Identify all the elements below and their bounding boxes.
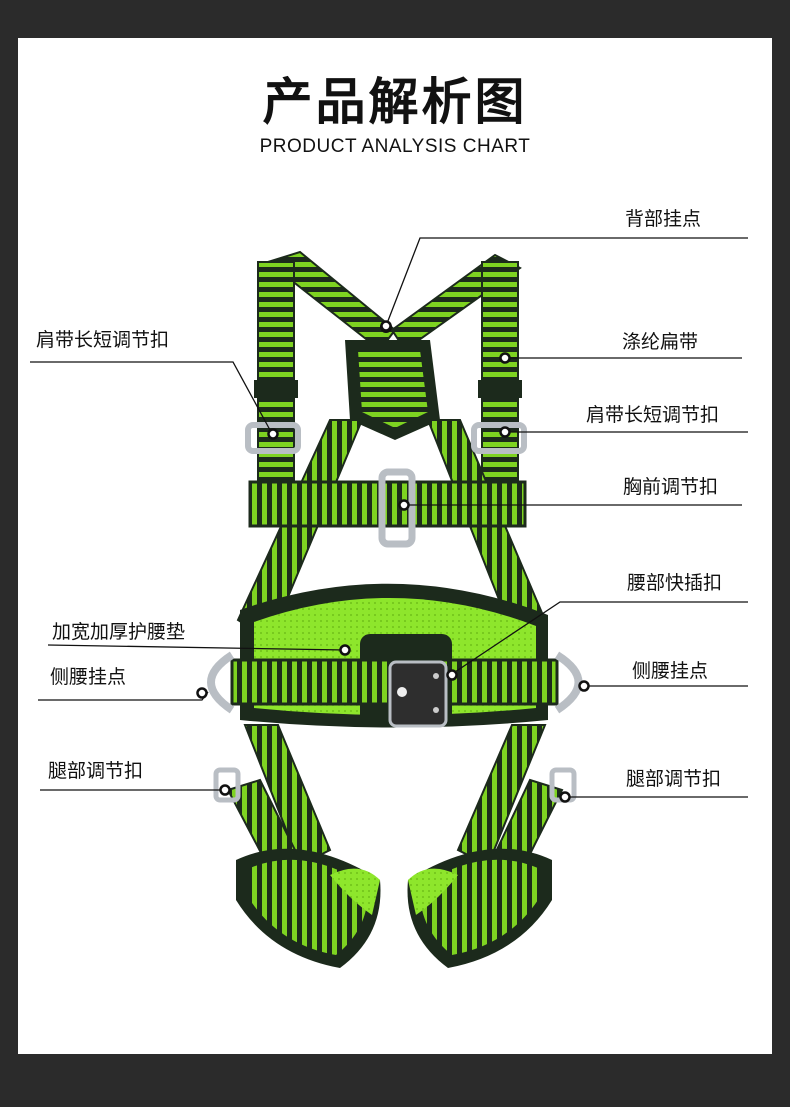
chest-buckle <box>378 468 416 548</box>
waist-quick-buckle <box>388 660 448 728</box>
page-title: 产品解析图 <box>262 73 528 131</box>
waist-belt <box>207 651 583 728</box>
label-polyester-webbing: 涤纶扁带 <box>622 331 699 353</box>
label-chest-buckle: 胸前调节扣 <box>623 476 719 498</box>
right-shoulder-buckle <box>471 422 527 454</box>
label-leg-buckle-right: 腿部调节扣 <box>626 768 722 790</box>
callout-lines <box>30 237 748 798</box>
label-shoulder-adjuster-right: 肩带长短调节扣 <box>586 404 720 426</box>
callout-dots <box>196 320 590 803</box>
leg-pads <box>236 848 552 968</box>
leg-straps <box>213 724 577 872</box>
label-side-anchor-left: 侧腰挂点 <box>50 666 127 688</box>
label-back-anchor: 背部挂点 <box>625 208 702 230</box>
label-side-anchor-right: 侧腰挂点 <box>632 660 709 682</box>
left-shoulder-buckle <box>245 422 301 454</box>
label-waist-pad: 加宽加厚护腰垫 <box>52 621 186 643</box>
right-side-d-ring <box>554 651 583 714</box>
left-side-d-ring <box>207 651 235 714</box>
page-subtitle: PRODUCT ANALYSIS CHART <box>259 136 531 157</box>
label-shoulder-adjuster-left: 肩带长短调节扣 <box>36 329 170 351</box>
label-waist-quick-buckle: 腰部快插扣 <box>627 572 723 594</box>
left-leg-buckle <box>213 767 241 803</box>
chest-strap <box>248 468 527 548</box>
label-leg-buckle-left: 腿部调节扣 <box>48 760 144 782</box>
